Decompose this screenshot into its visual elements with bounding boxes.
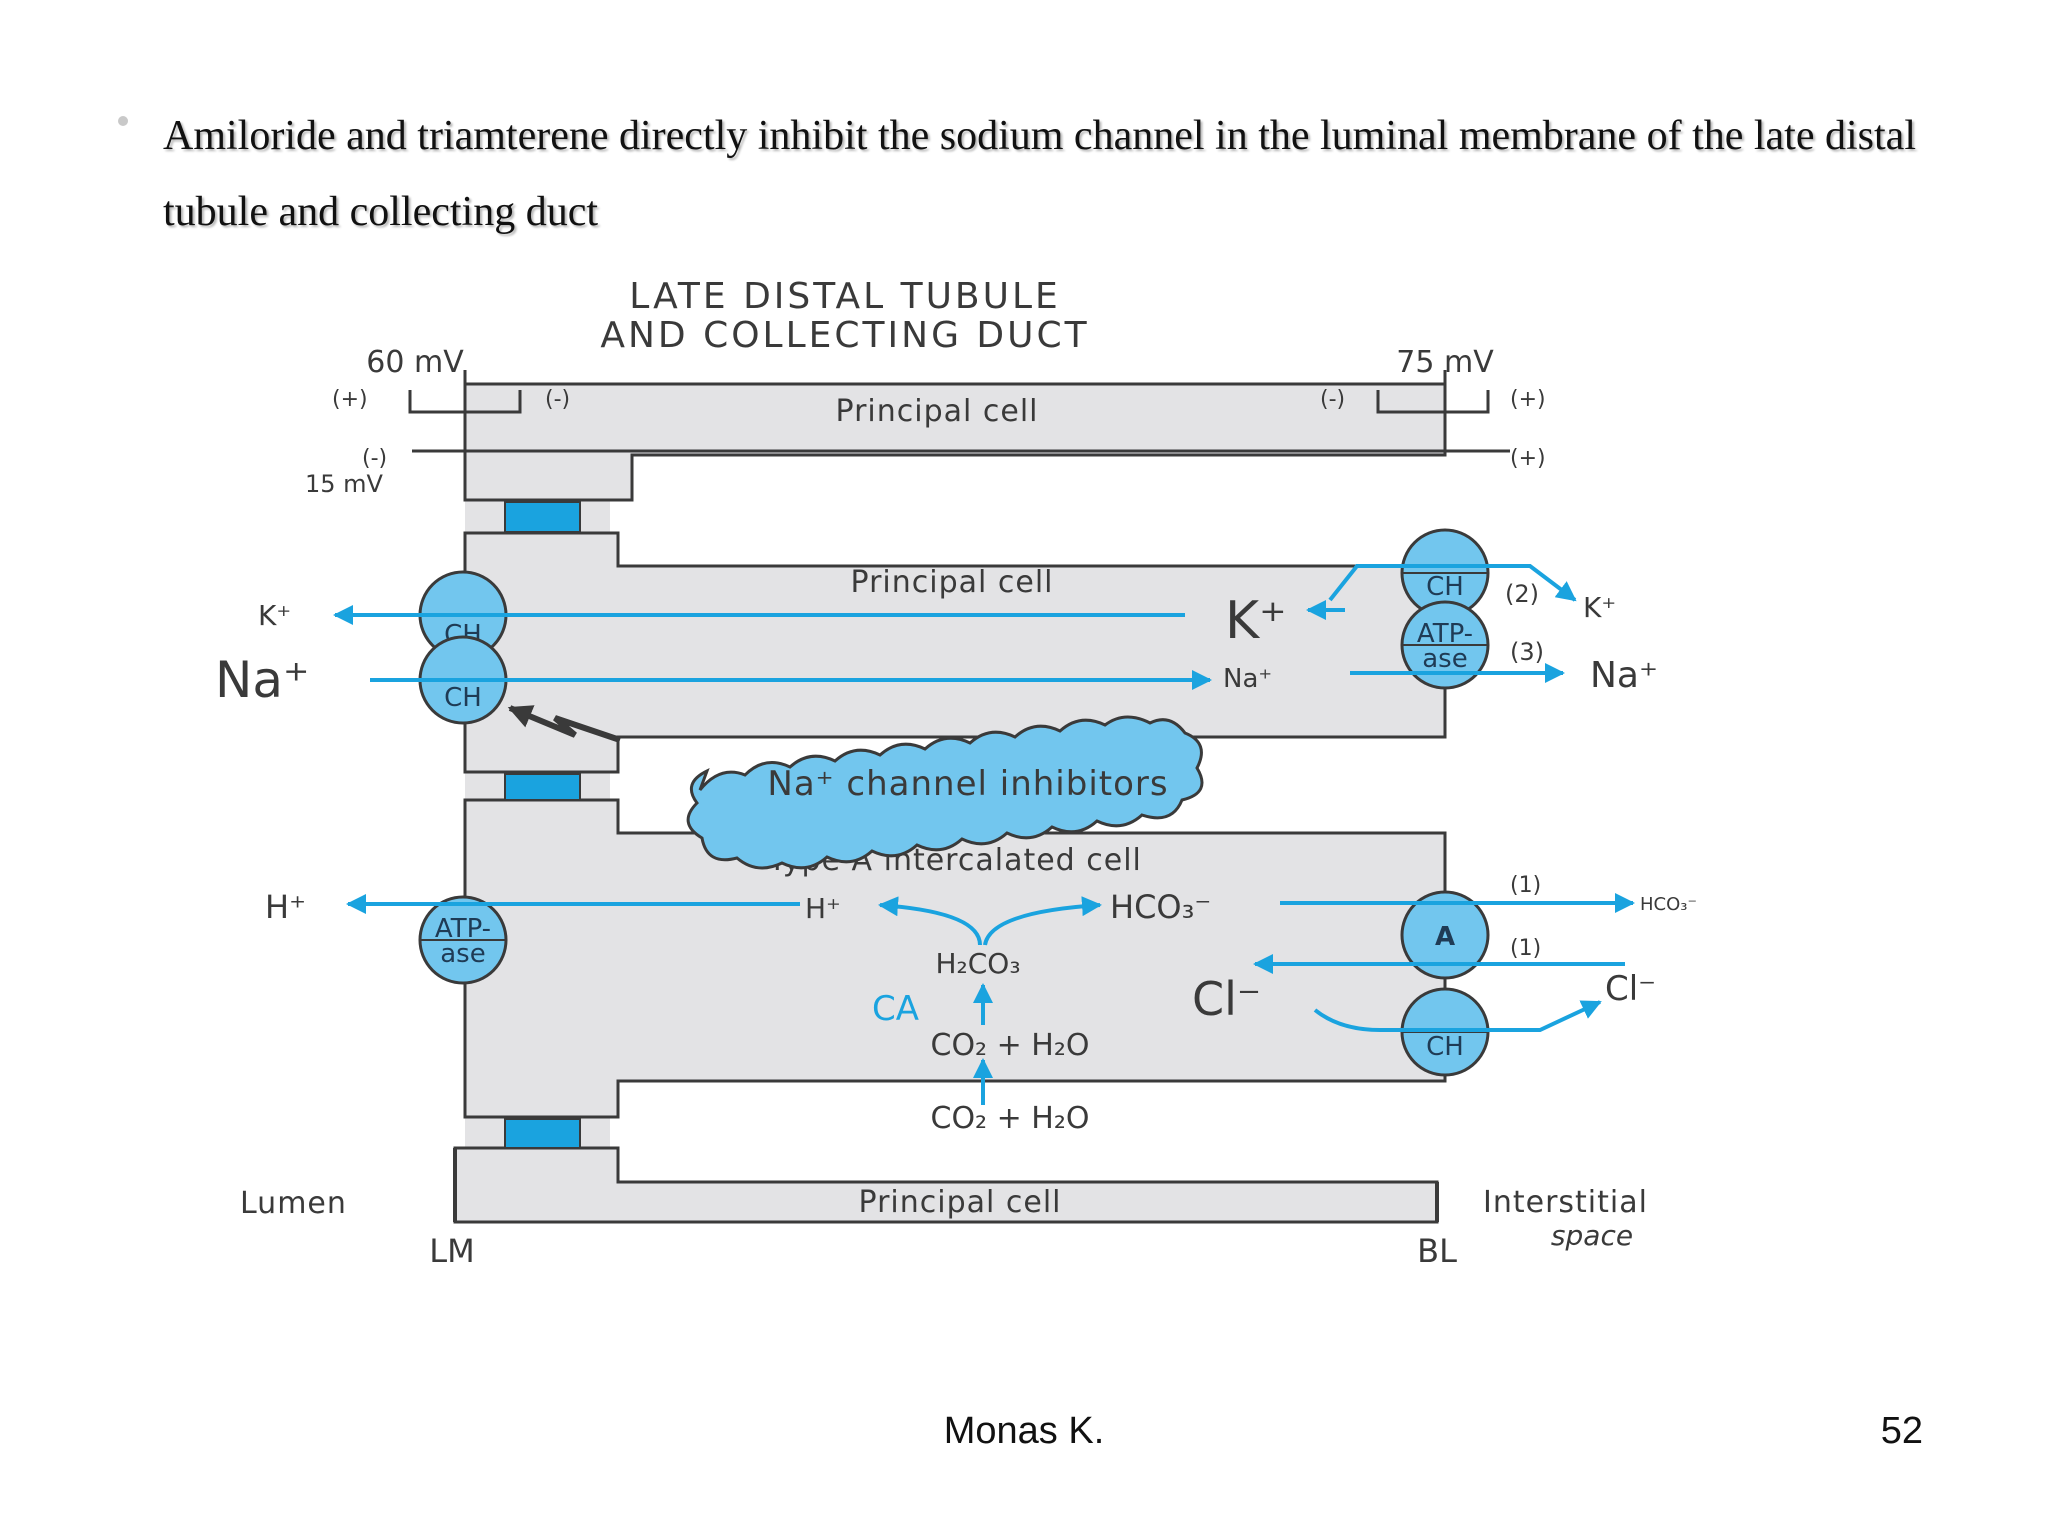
k-channel-arrow	[1328, 564, 1577, 602]
atpase-label-line1: ATP-	[435, 914, 491, 944]
na-cell-label: Na⁺	[1223, 664, 1272, 694]
basolateral-k-channel: CH	[1400, 528, 1490, 618]
h-lumen-label: H⁺	[265, 888, 306, 926]
minus-label: (-)	[1320, 387, 1345, 412]
co2-water-label: CO₂ + H₂O	[931, 1101, 1090, 1136]
inhibition-arrow	[507, 705, 621, 743]
inhibitor-label: Na⁺ channel inhibitors	[767, 764, 1168, 804]
bullet-marker	[118, 116, 128, 126]
diagram-title-line1: LATE DISTAL TUBULE	[629, 276, 1061, 317]
k-lumen-label: K⁺	[258, 599, 291, 632]
principal-cell-label: Principal cell	[836, 394, 1039, 429]
cl-cell-label: Cl⁻	[1192, 972, 1261, 1026]
co2-water-label: CO₂ + H₂O	[931, 1028, 1090, 1063]
channel-label: CH	[444, 683, 482, 713]
principal-cell-label: Principal cell	[851, 565, 1054, 600]
exchanger-label: A	[1435, 922, 1455, 952]
channel-label: CH	[1426, 572, 1464, 602]
voltage-right-label: 75 mV	[1396, 345, 1494, 380]
hco3-interstitial-label: HCO₃⁻	[1640, 894, 1697, 915]
atpase-label-line2: ase	[440, 939, 485, 969]
inhibitor-cloud: Na⁺ channel inhibitors	[686, 715, 1204, 870]
transport-arrows	[333, 564, 1635, 1105]
voltage-probe-right	[1376, 370, 1490, 414]
h-cell-label: H⁺	[805, 892, 841, 925]
channel-label: CH	[1426, 1032, 1464, 1062]
basolateral-membrane-label: BL	[1417, 1232, 1457, 1270]
interstitial-space-label-line1: Interstitial	[1483, 1185, 1648, 1220]
cl-exit-arrow	[1313, 1000, 1602, 1032]
na-lumen-label: Na⁺	[215, 651, 309, 709]
principal-cell-middle	[463, 531, 1447, 774]
plus-label: (+)	[332, 387, 368, 412]
step-label: (2)	[1505, 580, 1539, 608]
diagram-title-line2: AND COLLECTING DUCT	[600, 315, 1089, 356]
h2co3-to-hco3-arrow	[983, 896, 1102, 946]
h2co3-label: H₂CO₃	[935, 947, 1020, 980]
basolateral-atpase-pump: ATP- ase	[1400, 600, 1490, 690]
atpase-label-line1: ATP-	[1417, 619, 1473, 649]
k-cell-label: K⁺	[1225, 591, 1287, 651]
lumen-label: Lumen	[240, 1186, 347, 1221]
page-number: 52	[1880, 1410, 1923, 1452]
k-interstitial-label: K⁺	[1583, 591, 1616, 624]
basolateral-anion-exchanger: A	[1400, 890, 1490, 980]
intercalated-cell	[463, 798, 1447, 1119]
interstitial-space-label-line2: space	[1551, 1219, 1633, 1252]
atpase-label-line2: ase	[1422, 644, 1467, 674]
bullet-point: Amiloride and triamterene directly inhib…	[118, 98, 1968, 250]
voltage-left-label: 60 mV	[366, 345, 464, 380]
luminal-atpase-pump: ATP- ase	[418, 895, 508, 985]
h2co3-to-h-arrow	[878, 896, 982, 946]
cl-interstitial-label: Cl⁻	[1605, 969, 1656, 1009]
step-label: (1)	[1510, 936, 1541, 961]
na-interstitial-label: Na⁺	[1590, 655, 1658, 696]
bullet-text: Amiloride and triamterene directly inhib…	[163, 113, 1916, 235]
plus-label: (+)	[1510, 387, 1546, 412]
step-label: (1)	[1510, 873, 1541, 898]
carbonic-anhydrase-label: CA	[872, 989, 919, 1029]
voltage-probe-left	[408, 370, 522, 414]
tight-junction	[504, 773, 581, 801]
minus-label: (-)	[362, 446, 387, 471]
footer-author: Monas K.	[943, 1410, 1105, 1452]
minus-label: (-)	[545, 387, 570, 412]
luminal-membrane-label: LM	[429, 1232, 474, 1270]
step-label: (3)	[1510, 638, 1544, 666]
hco3-cell-label: HCO₃⁻	[1110, 888, 1211, 926]
tight-junction	[504, 1118, 581, 1149]
plus-label: (+)	[1510, 446, 1546, 471]
tight-junction	[504, 501, 581, 533]
voltage-transepithelial-label: 15 mV	[305, 470, 384, 498]
principal-cell-label: Principal cell	[859, 1185, 1062, 1220]
